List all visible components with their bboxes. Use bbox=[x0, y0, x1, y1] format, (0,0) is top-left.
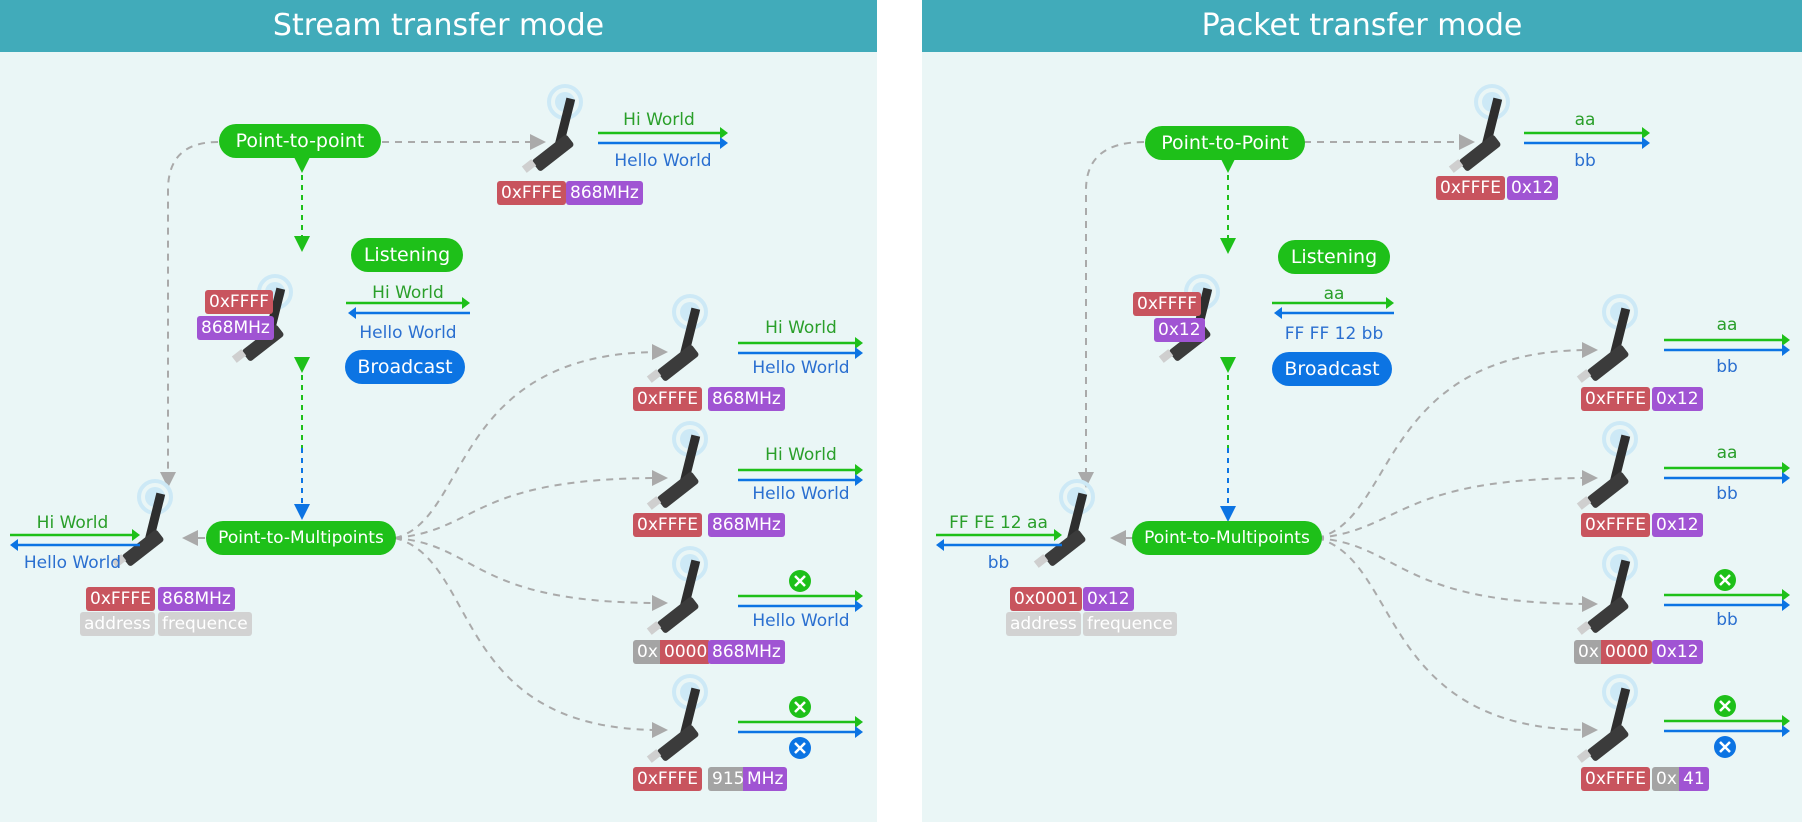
r3-frequency-tag: 868MHz bbox=[708, 640, 785, 664]
r4-frequency-prefix-tag: 0x bbox=[1652, 767, 1681, 791]
listen-address-tag: 0xFFFF bbox=[205, 290, 273, 314]
top-address-tag: 0xFFFE bbox=[497, 181, 566, 205]
receiver1-dongle-icon bbox=[1574, 294, 1638, 385]
connections bbox=[10, 84, 863, 765]
point-to-multipoints-label: Point-to-Multipoints bbox=[206, 521, 396, 555]
listen-msg-received: Hello World bbox=[359, 323, 457, 343]
r2-address-tag: 0xFFFE bbox=[633, 513, 702, 537]
source-frequency-tag: 0x12 bbox=[1083, 587, 1134, 611]
panel-title: Stream transfer mode bbox=[0, 0, 877, 52]
source-msg-sent: Hi World bbox=[36, 513, 109, 533]
r1-address-tag: 0xFFFE bbox=[633, 387, 702, 411]
source-address-tag: 0x0001 bbox=[1010, 587, 1083, 611]
receiver1-dongle-icon bbox=[644, 294, 708, 385]
point-to-point-label: Point-to-point bbox=[219, 124, 381, 158]
x-circle-icon bbox=[1714, 569, 1736, 591]
address-caption: address bbox=[1006, 612, 1081, 636]
r2-frequency-tag: 0x12 bbox=[1652, 513, 1703, 537]
r1-address-tag: 0xFFFE bbox=[1581, 387, 1650, 411]
address-caption: address bbox=[80, 612, 155, 636]
broadcast-label: Broadcast bbox=[345, 350, 465, 384]
r2-msg-received: Hello World bbox=[752, 484, 850, 504]
r1-frequency-tag: 0x12 bbox=[1652, 387, 1703, 411]
receiver4-dongle-icon bbox=[644, 674, 708, 765]
point-to-multipoints-label: Point-to-Multipoints bbox=[1132, 521, 1322, 555]
x-circle-icon bbox=[789, 737, 811, 759]
top-frequency-tag: 0x12 bbox=[1507, 176, 1558, 200]
top-address-tag: 0xFFFE bbox=[1436, 176, 1505, 200]
x-circle-icon bbox=[789, 570, 811, 592]
listen-frequency-tag: 0x12 bbox=[1154, 318, 1205, 342]
source-msg-received: bb bbox=[987, 553, 1010, 573]
listen-msg-received: FF FF 12 bb bbox=[1284, 324, 1384, 344]
x-circle-icon bbox=[789, 696, 811, 718]
r2-frequency-tag: 868MHz bbox=[708, 513, 785, 537]
broadcast-label: Broadcast bbox=[1272, 352, 1392, 386]
top-msg-sent: Hi World bbox=[623, 110, 695, 130]
receiver3-dongle-icon bbox=[644, 546, 708, 637]
r4-frequency-tag: MHz bbox=[743, 767, 788, 791]
top-msg-received: Hello World bbox=[614, 151, 712, 171]
r1-msg-received: bb bbox=[1716, 357, 1738, 377]
r4-frequency-prefix-tag: 915 bbox=[708, 767, 749, 791]
listening-label: Listening bbox=[1278, 240, 1390, 274]
r3-address-prefix-tag: 0x bbox=[1574, 640, 1603, 664]
source-address-tag: 0xFFFE bbox=[86, 587, 155, 611]
r3-address-tag: 0000 bbox=[1601, 640, 1653, 664]
source-msg-sent: FF FE 12 aa bbox=[949, 513, 1048, 533]
packet-mode-panel: Packet transfer mode bbox=[922, 0, 1802, 822]
top-msg-sent: aa bbox=[1574, 110, 1596, 130]
listen-msg-sent: aa bbox=[1323, 284, 1345, 304]
top-msg-received: bb bbox=[1574, 151, 1596, 171]
r3-address-prefix-tag: 0x bbox=[633, 640, 662, 664]
r1-msg-sent: Hi World bbox=[765, 318, 837, 338]
frequency-caption: frequence bbox=[158, 612, 252, 636]
r3-address-tag: 0000 bbox=[660, 640, 712, 664]
panel-title: Packet transfer mode bbox=[922, 0, 1802, 52]
r2-msg-received: bb bbox=[1716, 484, 1738, 504]
r4-address-tag: 0xFFFE bbox=[1581, 767, 1650, 791]
point-to-point-label: Point-to-Point bbox=[1145, 126, 1305, 160]
x-circle-icon bbox=[1714, 736, 1736, 758]
receiver2-dongle-icon bbox=[1574, 421, 1638, 512]
r1-frequency-tag: 868MHz bbox=[708, 387, 785, 411]
source-msg-received: Hello World bbox=[23, 553, 122, 573]
frequency-caption: frequence bbox=[1083, 612, 1177, 636]
r3-msg-received: bb bbox=[1716, 610, 1738, 630]
top-dongle-icon bbox=[519, 84, 583, 175]
connections bbox=[936, 84, 1790, 765]
r2-msg-sent: aa bbox=[1716, 443, 1738, 463]
stream-mode-panel: Stream transfer mode bbox=[0, 0, 877, 822]
r4-address-tag: 0xFFFE bbox=[633, 767, 702, 791]
listen-frequency-tag: 868MHz bbox=[197, 316, 274, 340]
r3-msg-received: Hello World bbox=[752, 611, 850, 631]
top-frequency-tag: 868MHz bbox=[566, 181, 643, 205]
receiver3-dongle-icon bbox=[1574, 546, 1638, 637]
receiver4-dongle-icon bbox=[1574, 674, 1638, 765]
r1-msg-received: Hello World bbox=[752, 358, 850, 378]
r2-address-tag: 0xFFFE bbox=[1581, 513, 1650, 537]
r2-msg-sent: Hi World bbox=[765, 445, 837, 465]
r3-frequency-tag: 0x12 bbox=[1652, 640, 1703, 664]
source-frequency-tag: 868MHz bbox=[158, 587, 235, 611]
listen-msg-sent: Hi World bbox=[372, 283, 444, 303]
r4-frequency-tag: 41 bbox=[1679, 767, 1709, 791]
top-dongle-icon bbox=[1446, 84, 1510, 175]
listen-address-tag: 0xFFFF bbox=[1133, 292, 1201, 316]
receiver2-dongle-icon bbox=[644, 421, 708, 512]
x-circle-icon bbox=[1714, 695, 1736, 717]
r1-msg-sent: aa bbox=[1716, 315, 1738, 335]
listening-label: Listening bbox=[351, 238, 463, 272]
